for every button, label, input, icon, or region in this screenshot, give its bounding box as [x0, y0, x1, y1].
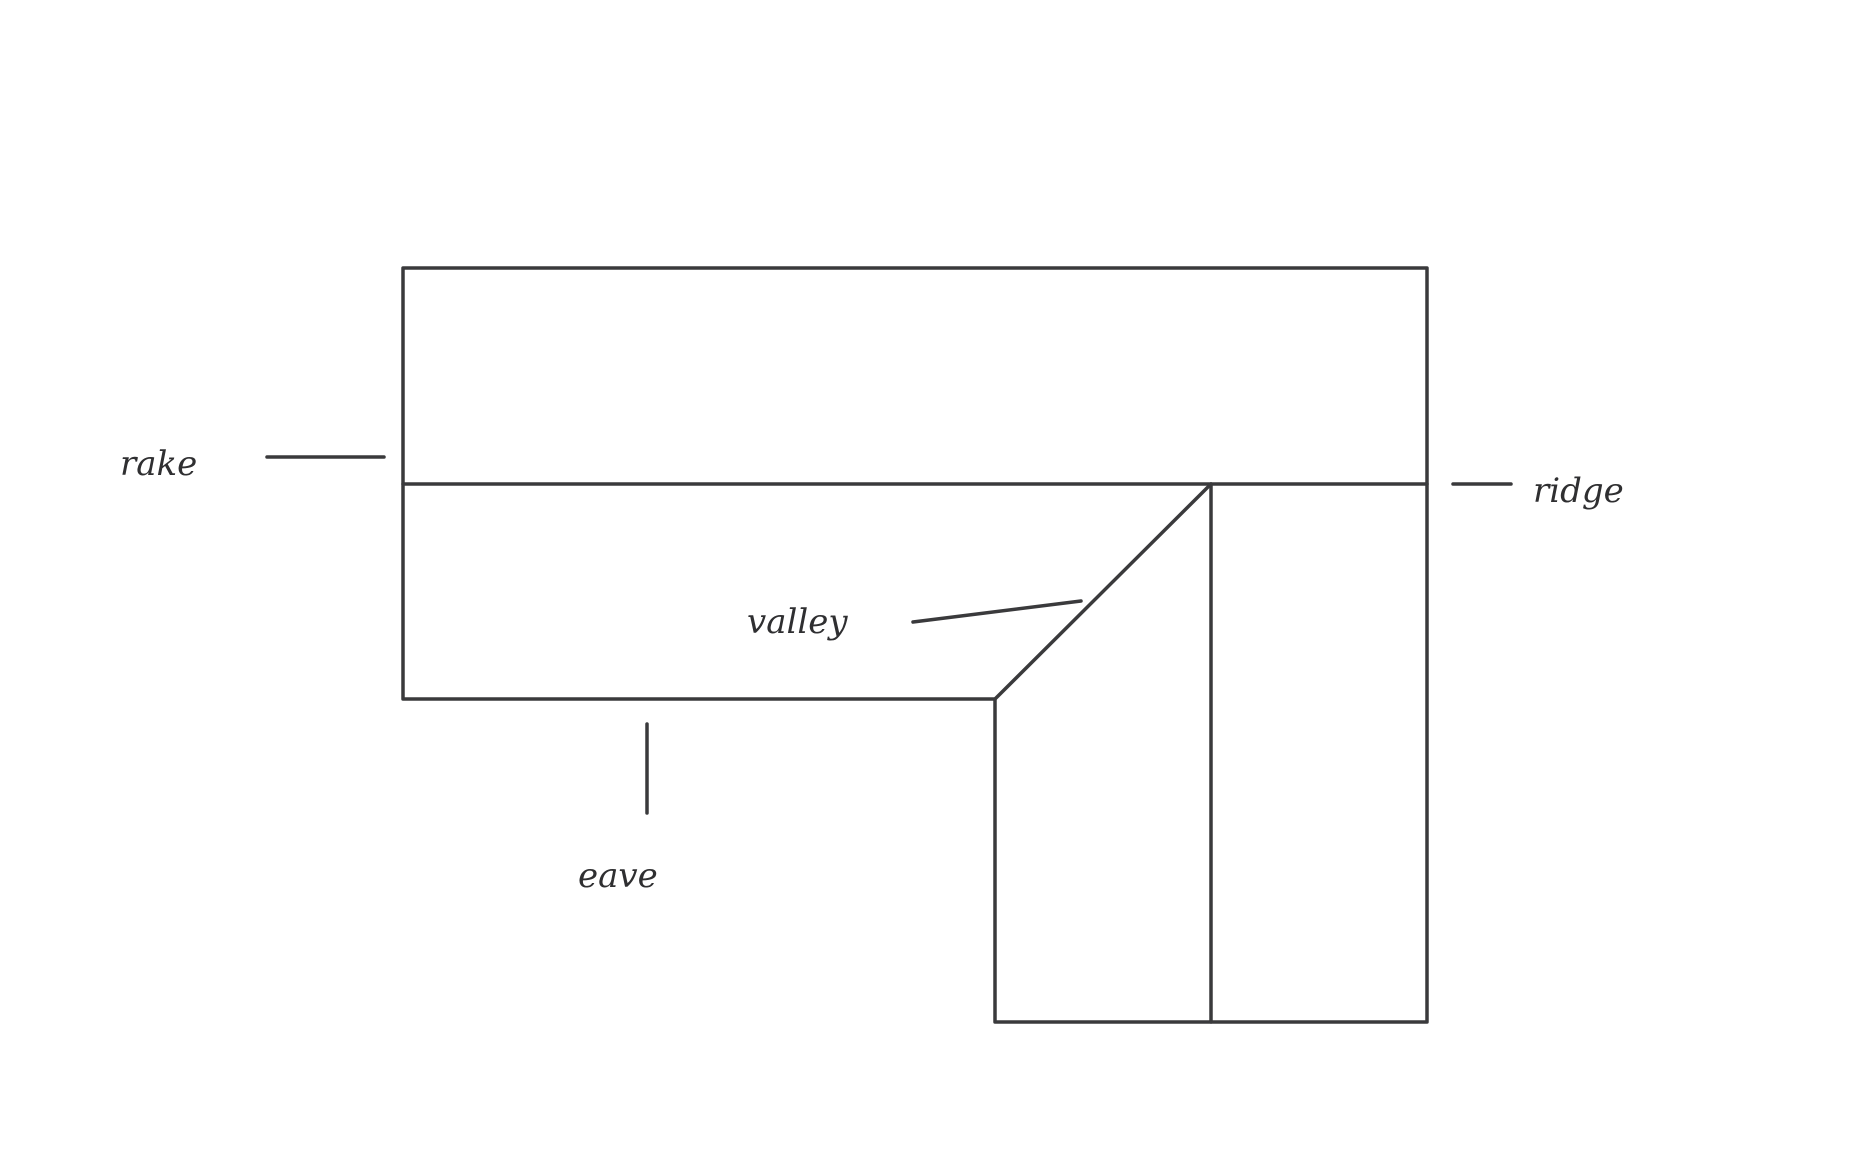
rake-label: rake [120, 444, 197, 484]
valley-label: valley [747, 602, 848, 642]
ridge-label: ridge [1533, 471, 1624, 511]
roof-outline [401, 266, 1429, 1024]
valley-line [993, 482, 1213, 701]
valley-leader [911, 599, 1083, 624]
eave-label: eave [578, 856, 658, 896]
